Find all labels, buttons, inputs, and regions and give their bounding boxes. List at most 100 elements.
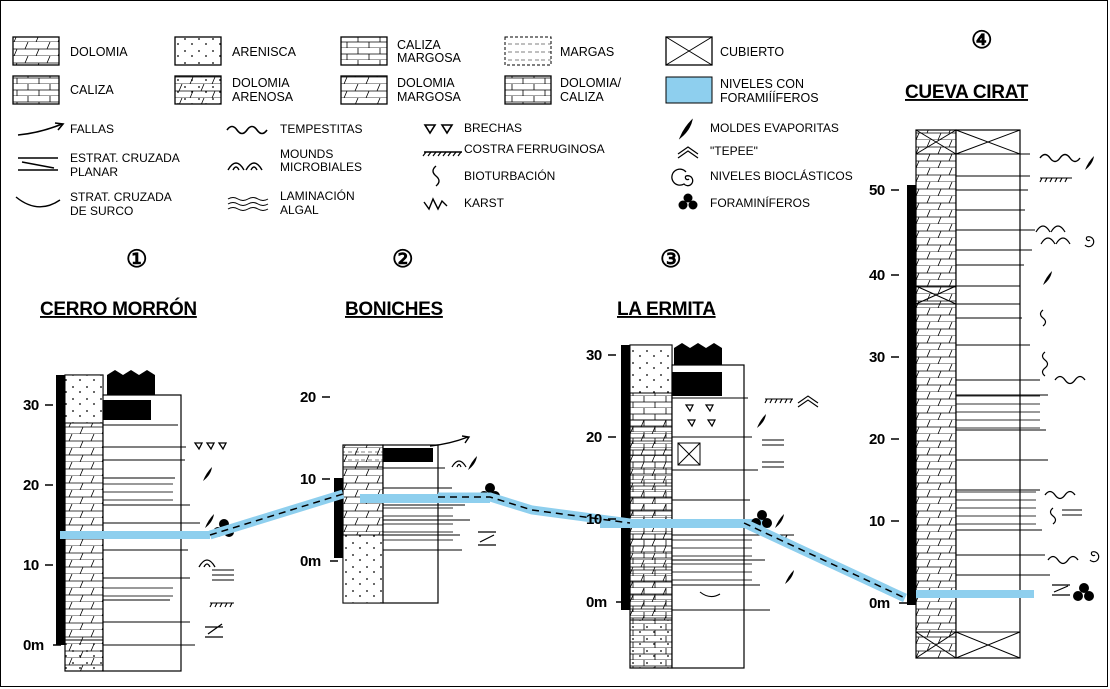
- section-title-la-ermita: LA ERMITA: [617, 299, 716, 320]
- correlation-line: [208, 489, 907, 603]
- legend-swatch-cubierto: [665, 36, 713, 66]
- tempestite-icon: [1044, 490, 1076, 500]
- trough-cross-bedding-icon: [699, 591, 721, 598]
- legend-label: MARGOSA: [397, 90, 462, 104]
- legend-swatch-overlay: [175, 76, 221, 104]
- breccia-icon: [684, 404, 716, 428]
- section-number-1: ①: [126, 246, 148, 273]
- section-number-3: ③: [660, 246, 682, 273]
- depth-tick-label: 0m: [300, 553, 321, 570]
- black-bar: [907, 185, 916, 605]
- depth-tick-label: 0m: [586, 594, 607, 611]
- bioturbation-icon: [432, 165, 440, 187]
- black-bar: [56, 375, 65, 645]
- breccia-icon: [193, 442, 228, 451]
- lithology-column: [915, 129, 957, 659]
- ferruginous-crust-icon: [764, 398, 793, 404]
- depth-tick-label: 10: [23, 557, 39, 574]
- legend-swatch-dolomia-caliza: [504, 75, 552, 105]
- legend-label: MICROBIALES: [280, 160, 362, 174]
- trough-cross-bedding-icon: [15, 196, 61, 208]
- texture-profile: [671, 364, 745, 669]
- evaporite-mould-icon: [1043, 271, 1052, 285]
- marl-top: [342, 444, 384, 468]
- legend-swatch-dolomia: [12, 36, 60, 66]
- depth-tick-label: 0m: [23, 637, 44, 654]
- foram-band: [600, 519, 770, 528]
- depth-tick-label: 10: [869, 513, 885, 530]
- bioclastic-icon: [1089, 551, 1100, 563]
- evaporite-mould-icon: [757, 414, 766, 428]
- sandstone-base: [64, 639, 104, 672]
- microbial-mound-icon: [227, 162, 263, 171]
- karst-icon: [423, 197, 448, 211]
- section-cerro-morron: [56, 370, 234, 672]
- depth-tick-label: 20: [300, 389, 316, 406]
- foram-band: [60, 531, 210, 539]
- legend-label: CALIZA: [397, 38, 441, 52]
- tempestite-icon: [1054, 375, 1086, 385]
- hatched-interval: [103, 482, 173, 504]
- microbial-mound-icon: [1035, 225, 1071, 245]
- section-la-ermita: [600, 343, 819, 669]
- black-bar: [334, 478, 343, 558]
- algal-lamination-icon: [227, 197, 269, 211]
- legend-label: ESTRAT. CRUZADA: [70, 151, 180, 165]
- depth-tick-label: 20: [869, 431, 885, 448]
- legend-label: MOUNDS: [280, 147, 333, 161]
- depth-tick-label: 40: [869, 267, 885, 284]
- sandstone-fill: [65, 375, 103, 423]
- legend-swatch-margas: [504, 36, 552, 66]
- legend-label: DOLOMIA/: [560, 76, 622, 90]
- depth-tick-label: 10: [300, 471, 316, 488]
- evaporite-mould-icon: [775, 514, 784, 528]
- legend-label: STRAT. CRUZADA: [70, 190, 172, 204]
- depth-tick-label: 20: [586, 429, 602, 446]
- legend-label: ALGAL: [280, 203, 319, 217]
- depth-tick-label: 10: [586, 511, 602, 528]
- legend-swatch-dolomia-margosa: [340, 75, 388, 105]
- evaporite-mould-icon: [678, 118, 693, 140]
- depth-tick-label: 30: [869, 349, 885, 366]
- depth-tick-label: 30: [23, 397, 39, 414]
- depth-tick-label: 20: [23, 477, 39, 494]
- legend-label: FALLAS: [70, 122, 114, 136]
- depth-tick-label: 50: [869, 182, 885, 199]
- foram-band: [360, 494, 490, 503]
- dark-bed: [672, 372, 722, 396]
- legend-label: MOLDES EVAPORITAS: [710, 121, 839, 135]
- microbial-mound-icon: [198, 559, 216, 568]
- evaporite-mould-icon: [203, 467, 212, 481]
- legend-label: DOLOMIA: [397, 76, 455, 90]
- legend-label: NIVELES CON: [720, 77, 804, 91]
- section-title-boniches: BONICHES: [345, 299, 443, 320]
- algal-lamination-icon: [762, 439, 784, 468]
- legend: DOLOMIA CALIZA ARENISCA DOLOMIA ARENOSA …: [12, 36, 853, 218]
- foram-band: [916, 590, 1034, 598]
- bioturbation-icon: [1039, 309, 1047, 327]
- hatched-interval: [956, 490, 1036, 530]
- legend-label: DOLOMIA: [232, 76, 290, 90]
- bioclastic-icon: [671, 168, 694, 187]
- legend-label: KARST: [464, 196, 505, 210]
- evaporite-mould-icon: [468, 456, 477, 470]
- fault-icon: [429, 435, 471, 447]
- planar-cross-bedding-icon: [478, 531, 496, 546]
- hatched-interval: [672, 535, 752, 585]
- ferruginous-crust-icon: [209, 602, 234, 608]
- ferruginous-crust-icon: [1039, 177, 1072, 183]
- hatched-interval: [956, 395, 1040, 430]
- hatched-interval: [383, 505, 453, 545]
- breccia-icon: [423, 124, 454, 135]
- algal-lamination-icon: [1062, 509, 1082, 516]
- depth-tick-label: 30: [586, 347, 602, 364]
- sandstone-fill: [343, 535, 383, 603]
- legend-label: BRECHAS: [464, 121, 522, 135]
- foraminifera-icon: [678, 193, 698, 210]
- legend-label: COSTRA FERRUGINOSA: [464, 142, 605, 156]
- legend-label: FORAMINÍFEROS: [710, 195, 810, 210]
- bioturbation-icon: [1041, 351, 1049, 377]
- section-number-4: ④: [971, 27, 993, 54]
- evaporite-mould-icon: [205, 514, 214, 528]
